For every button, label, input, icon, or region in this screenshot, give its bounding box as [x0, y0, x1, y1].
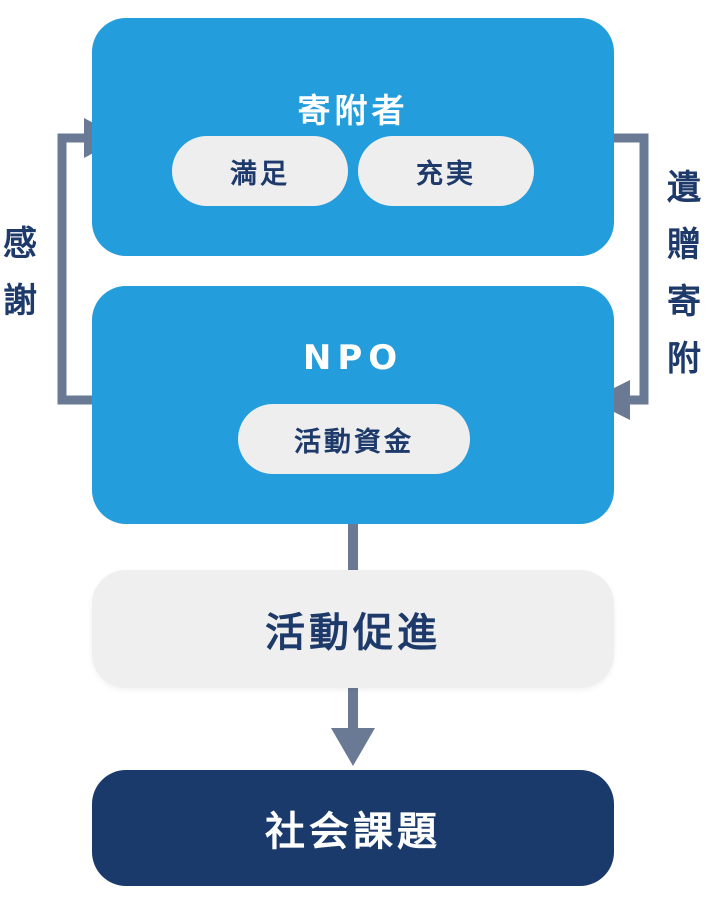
activity-promotion-label: 活動促進 — [265, 610, 441, 656]
thanks-char-2: 謝 — [3, 281, 37, 321]
npo-title: NPO — [302, 338, 404, 378]
activity-to-social-arrowhead — [331, 728, 375, 766]
donor-pill-satisfaction: 満足 — [172, 136, 348, 206]
donor-title: 寄附者 — [297, 91, 409, 130]
bequest-char-1: 遺 — [667, 168, 701, 208]
npo-pill-funds: 活動資金 — [238, 404, 470, 474]
thanks-char-1: 感 — [3, 224, 37, 264]
social-issue-label: 社会課題 — [265, 809, 441, 855]
donor-pill-fulfillment: 充実 — [358, 136, 534, 206]
bequest-char-3: 寄 — [667, 282, 701, 322]
activity-promotion-box: 活動促進 — [92, 570, 614, 688]
bequest-loop-line — [612, 133, 649, 405]
social-issue-box: 社会課題 — [92, 770, 614, 886]
bequest-char-2: 贈 — [667, 225, 701, 265]
donor-box: 寄附者 満足 充実 — [92, 18, 614, 256]
npo-box: NPO 活動資金 — [92, 286, 614, 524]
thanks-label: 感 謝 — [0, 216, 40, 330]
bequest-char-4: 附 — [667, 339, 701, 379]
bequest-donation-label: 遺 贈 寄 附 — [664, 160, 704, 388]
thanks-loop-line — [57, 133, 94, 405]
